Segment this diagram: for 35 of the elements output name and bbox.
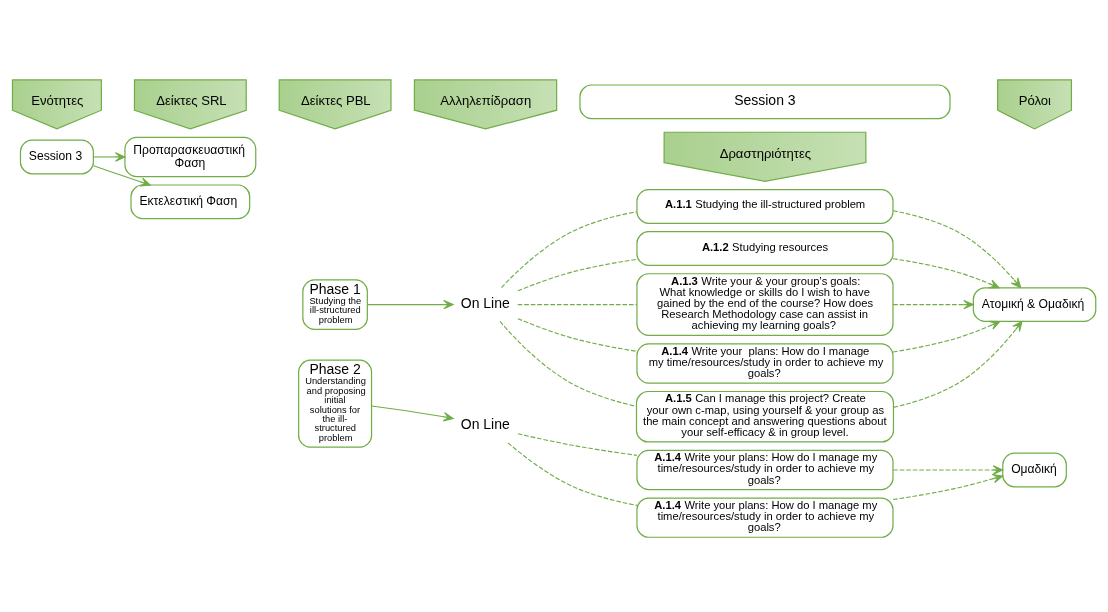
arrow [892, 465, 1004, 475]
node-box: Ατομική & Ομαδική [972, 287, 1097, 323]
arrow [892, 320, 1001, 353]
node-box: A.1.3 Write your & your group’s goals: What knowledge or skills do I wish to have gained by the end of the course? How does Research Methodology case can assist in achieving my learning goals? [636, 273, 894, 337]
connector [517, 318, 638, 352]
node-box: Εκτελεστική Φαση [130, 184, 251, 220]
node-box: A.1.4 Write your plans: How do I manage my time/resources/study in order to achieve my goals? [636, 343, 894, 384]
node-text: On Line [460, 294, 510, 311]
arrow [892, 210, 1022, 289]
arrow [371, 405, 454, 422]
node-box: Ομαδική [1002, 452, 1067, 488]
connector [507, 442, 638, 506]
connector [517, 304, 638, 306]
node-box: Phase 1 Studying the ill-structured problem [302, 279, 368, 330]
node-text: On Line [460, 416, 510, 433]
arrow [892, 474, 1004, 501]
node-box: Προπαρασκευαστική Φαση [124, 136, 257, 178]
node-box: Session 3 [19, 139, 94, 175]
node-box: A.1.1 Studying the ill-structured problem [636, 189, 894, 224]
connector [499, 320, 637, 407]
arrow [892, 258, 1000, 289]
arrow [366, 299, 454, 310]
node-box: A.1.4 Write your plans: How do I manage my time/resources/study in order to achieve my goals? [636, 497, 894, 538]
arrow [892, 320, 1023, 408]
connector [517, 433, 638, 456]
node-box: Session 3 [579, 84, 951, 120]
connector [500, 211, 638, 289]
node-box: A.1.2 Studying resources [636, 231, 894, 266]
arrow [93, 165, 151, 187]
arrow [892, 299, 974, 310]
node-box: A.1.4 Write your plans: How do I manage my time/resources/study in order to achieve my goals? [636, 449, 894, 491]
arrow [92, 152, 126, 162]
node-box: Phase 2 Understanding and proposing initial solutions for the ill-structured problem [298, 359, 373, 448]
node-box: A.1.5 Can I manage this project? Create your own c-map, using yourself & your group as the main concept and answering questions about your self-efficacy & in group level. [635, 390, 895, 443]
connector [517, 258, 638, 292]
